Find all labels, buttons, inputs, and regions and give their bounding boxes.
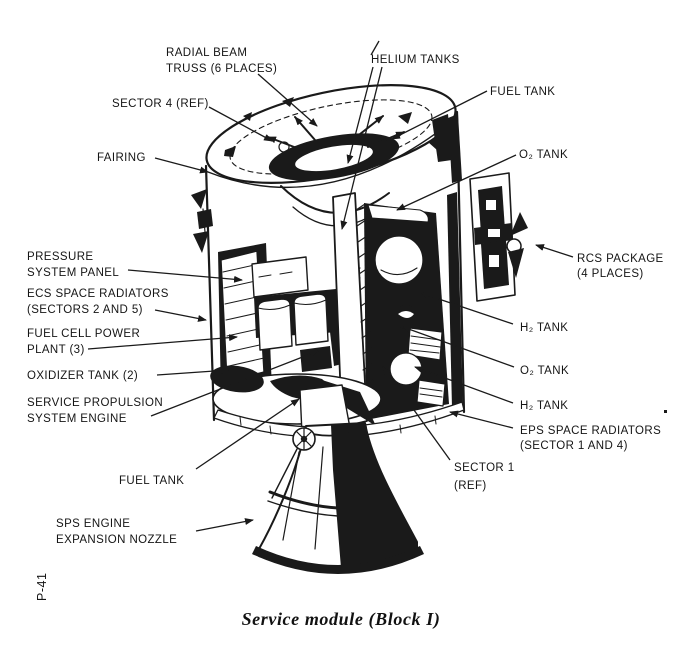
- leader-helium-b: [340, 66, 383, 230]
- right-inner-band: [447, 192, 463, 408]
- label-sector-1-ref: SECTOR 1: [454, 462, 515, 474]
- fuel-cell-1-top: [257, 304, 291, 310]
- leader-fuel-cell: [87, 334, 238, 350]
- leader-eps-radiators: [449, 410, 514, 429]
- label-fairing: FAIRING: [97, 152, 146, 164]
- label-o2-tank-upper: O₂ TANK: [519, 149, 568, 161]
- nozzle-actuator: [271, 448, 298, 499]
- leader-radial-beam-truss: [257, 73, 318, 127]
- leader-rcs-package: [535, 244, 574, 258]
- label-o2-tank-lower: O₂ TANK: [520, 365, 569, 377]
- figure-caption: Service module (Block I): [242, 609, 441, 630]
- label-sps-nozzle-2: EXPANSION NOZZLE: [56, 534, 177, 546]
- rim-front-edge: [207, 117, 457, 188]
- rim-shading: [224, 97, 452, 162]
- label-fuel-cell-2: PLANT (3): [27, 344, 85, 356]
- label-helium-tanks: HELIUM TANKS: [371, 54, 460, 66]
- label-rcs-package-2: (4 PLACES): [577, 268, 644, 280]
- fuel-cell-2-top: [293, 299, 327, 305]
- leader-fuel-tank-bottom: [195, 398, 300, 470]
- leader-sector-1: [382, 366, 451, 461]
- h2-tank-upper-shape: [374, 235, 424, 285]
- right-radiator-low: [416, 379, 446, 407]
- label-pressure-panel-2: SYSTEM PANEL: [27, 267, 119, 279]
- right-radiator-low-hatch: [419, 387, 443, 398]
- leader-sector-4: [208, 106, 273, 142]
- label-sector-1-ref-2: (REF): [454, 480, 487, 492]
- label-h2-tank-lower: H₂ TANK: [520, 400, 568, 412]
- label-h2-tank-upper: H₂ TANK: [520, 322, 568, 334]
- leader-h2-upper: [420, 292, 514, 325]
- right-radiator-mid-hatch: [409, 335, 441, 354]
- leader-sps-nozzle: [195, 518, 254, 532]
- leader-pressure-panel: [127, 269, 243, 283]
- module-drawing: [191, 84, 667, 574]
- label-ecs-radiators: ECS SPACE RADIATORS: [27, 288, 169, 300]
- center-beam: [332, 192, 368, 428]
- engine-nozzle-rim: [252, 546, 424, 574]
- center-beam-hatch: [355, 203, 375, 403]
- label-sector-4-ref: SECTOR 4 (REF): [112, 98, 209, 110]
- label-sps-engine-2: SYSTEM ENGINE: [27, 413, 127, 425]
- label-oxidizer-tank: OXIDIZER TANK (2): [27, 370, 138, 382]
- label-fuel-cell: FUEL CELL POWER: [27, 328, 140, 340]
- label-fuel-tank-bottom: FUEL TANK: [119, 475, 184, 487]
- h2-tank-lower-shape: [389, 352, 423, 386]
- underdeck-white-band: [367, 204, 429, 223]
- label-eps-radiators: EPS SPACE RADIATORS: [520, 425, 661, 437]
- leader-lines: [87, 40, 574, 532]
- leader-sps-engine: [150, 350, 319, 417]
- callout-labels: RADIAL BEAM TRUSS (6 PLACES) HELIUM TANK…: [27, 47, 664, 546]
- rcs-package-left: [191, 189, 213, 253]
- label-eps-radiators-2: (SECTOR 1 AND 4): [520, 440, 628, 452]
- label-radial-beam-truss: RADIAL BEAM: [166, 47, 247, 59]
- leader-fuel-tank-top: [391, 90, 488, 140]
- page-reference: P-41: [35, 573, 49, 601]
- label-fuel-tank-top: FUEL TANK: [490, 86, 555, 98]
- pressure-panel: [251, 256, 309, 298]
- leader-helium-a: [346, 66, 374, 164]
- nozzle-band: [268, 490, 340, 510]
- label-pressure-panel: PRESSURE: [27, 251, 93, 263]
- leader-ecs-radiators: [154, 309, 207, 322]
- gimbal-hub: [300, 435, 308, 443]
- label-sps-engine: SERVICE PROPULSION: [27, 397, 163, 409]
- leader-helium-tick: [370, 40, 380, 56]
- leader-fairing: [154, 157, 209, 174]
- label-sps-nozzle: SPS ENGINE: [56, 518, 130, 530]
- label-radial-beam-truss-2: TRUSS (6 PLACES): [166, 63, 277, 75]
- pressure-panel-detail: [258, 271, 293, 278]
- leader-o2-upper: [396, 154, 517, 211]
- equipment-shadow: [300, 346, 332, 372]
- o2-tank-swirl: [398, 311, 414, 318]
- nozzle-seam-1: [282, 451, 300, 541]
- aft-skirt-band: [213, 401, 465, 438]
- rcs-thruster-down: [508, 248, 524, 278]
- label-rcs-package: RCS PACKAGE: [577, 253, 664, 265]
- nozzle-seam-2: [314, 446, 324, 550]
- leader-h2-lower: [414, 366, 514, 404]
- radial-beam-marks: [267, 115, 405, 151]
- engine-nozzle-dark-side: [331, 423, 417, 568]
- leader-o2-lower: [402, 326, 515, 368]
- right-wall-hatch: [448, 114, 462, 183]
- center-ring-inner: [293, 143, 375, 173]
- rcs-thruster-up: [510, 212, 528, 236]
- leader-oxidizer: [156, 367, 230, 376]
- scan-speck: [664, 410, 667, 413]
- rcs-package-right: [469, 172, 528, 302]
- nozzle-band-2: [267, 500, 339, 517]
- label-ecs-radiators-2: (SECTORS 2 AND 5): [27, 304, 143, 316]
- h2-tank-upper-detail: [380, 267, 418, 276]
